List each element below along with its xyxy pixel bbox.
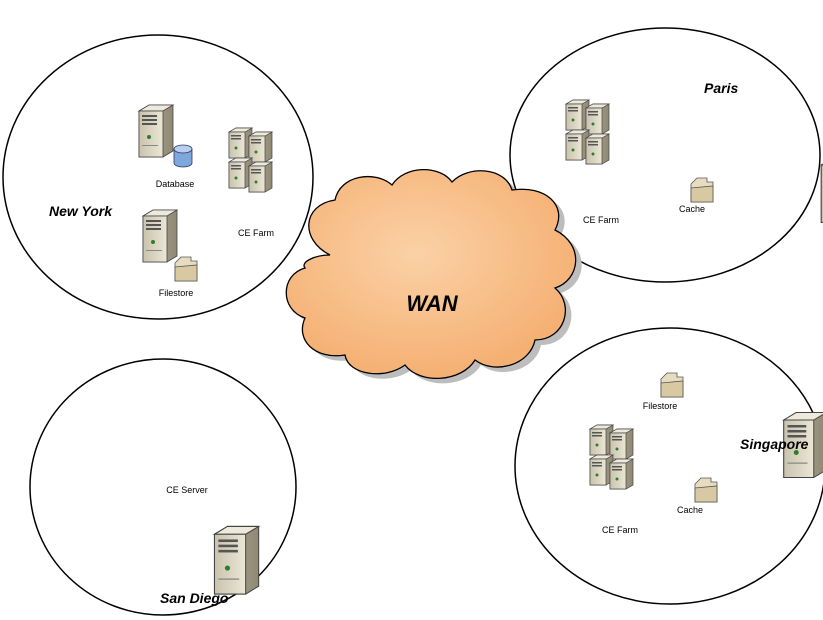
node-label-ce-server: CE Server	[166, 485, 208, 495]
site-new-york-ellipse	[2, 34, 314, 320]
node-label-ce-farm: CE Farm	[583, 215, 619, 225]
node-label-ce-farm: CE Farm	[238, 228, 274, 238]
site-paris: Paris CE Farm Cache	[566, 80, 823, 225]
wan-label: WAN	[406, 291, 458, 316]
server-farm-icon	[229, 128, 272, 192]
site-label-new-york: New York	[49, 203, 113, 219]
site-label-singapore: Singapore	[740, 436, 809, 452]
site-san-diego: CE Server San Diego	[160, 485, 260, 606]
node-label-filestore: Filestore	[159, 288, 194, 298]
site-label-san-diego: San Diego	[160, 590, 229, 606]
node-label-filestore: Filestore	[643, 401, 678, 411]
node-label-cache: Cache	[677, 505, 703, 515]
server-icon	[213, 525, 260, 595]
site-paris-ellipse	[509, 27, 821, 283]
node-label-ce-farm: CE Farm	[602, 525, 638, 535]
site-singapore-ellipse	[514, 327, 823, 605]
node-label-cache: Cache	[679, 204, 705, 214]
node-label-database: Database	[156, 179, 195, 189]
wan-cloud: WAN	[285, 169, 582, 384]
site-singapore: Filestore Singapore CE Farm Cache	[590, 372, 823, 535]
server-farm-icon	[590, 425, 633, 489]
site-label-paris: Paris	[704, 80, 738, 96]
site-new-york: New York Database CE Farm Filestore	[49, 104, 274, 298]
